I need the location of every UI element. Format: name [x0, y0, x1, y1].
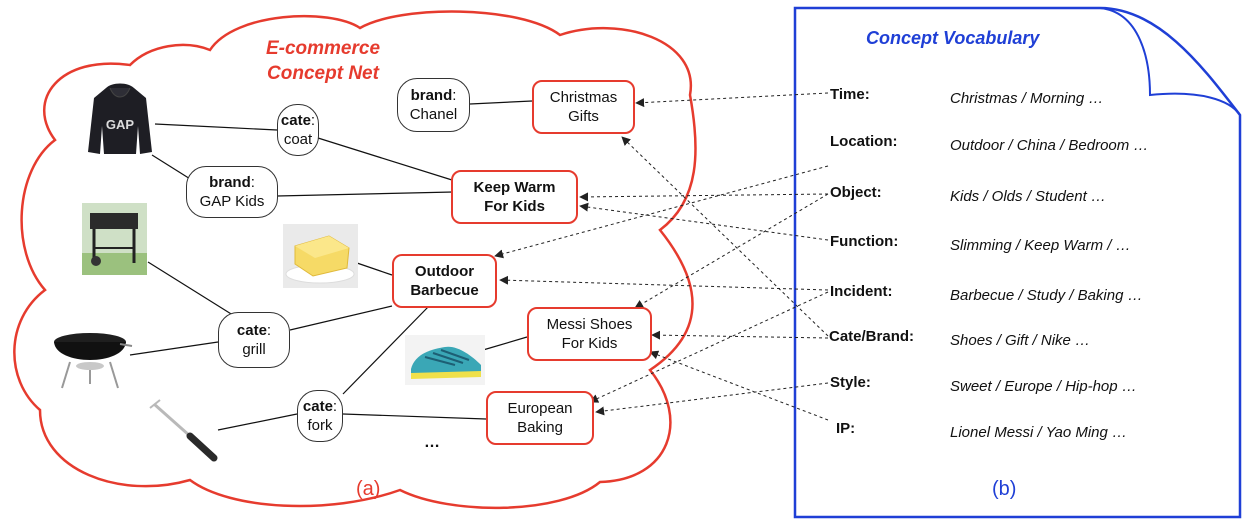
vocabulary-values: Christmas / Morning … [950, 90, 1104, 107]
node-cate-grill[interactable]: cate: grill [218, 312, 290, 368]
node-value: coat [283, 131, 313, 148]
node-christmas-gifts[interactable]: Christmas Gifts [532, 80, 635, 134]
vocabulary-label: Time: [830, 86, 870, 103]
node-line1: European [507, 400, 573, 417]
node-key: cate [236, 322, 267, 339]
node-cate-coat[interactable]: cate: coat [277, 104, 319, 156]
vocabulary-label: Object: [830, 184, 882, 201]
vocabulary-title: Concept Vocabulary [866, 28, 1040, 48]
node-line1: Keep Warm [473, 179, 556, 196]
vocabulary-label: Cate/Brand: [829, 328, 915, 345]
dashed-arrows [494, 92, 829, 421]
shoe-image [405, 335, 485, 385]
solid-edges [129, 100, 533, 431]
concept-net-title-line1: E-commerce [265, 38, 381, 59]
vocabulary-label: Style: [830, 374, 871, 391]
node-messi-shoes-for-kids[interactable]: Messi Shoes For Kids [527, 307, 652, 361]
grill-stand-image [82, 203, 147, 275]
concept-net-title: E-commerce Concept Net [238, 36, 408, 86]
vocabulary-label: Function: [830, 233, 899, 250]
concept-net-cloud [13, 10, 697, 510]
node-value: fork [307, 417, 333, 434]
kettle-grill-image [54, 333, 133, 389]
fork-image [149, 399, 218, 462]
node-line1: Messi Shoes [546, 316, 633, 333]
node-line1: Christmas [549, 89, 618, 106]
vocabulary-values: Shoes / Gift / Nike … [950, 332, 1091, 349]
vocabulary-values: Sweet / Europe / Hip-hop … [950, 378, 1137, 395]
node-line2: For Kids [484, 198, 545, 215]
vocabulary-values: Barbecue / Study / Baking … [950, 287, 1143, 304]
node-line2: For Kids [561, 335, 618, 352]
more-nodes-ellipsis: … [424, 434, 440, 451]
node-keep-warm-for-kids[interactable]: Keep Warm For Kids [451, 170, 578, 224]
node-key: brand [410, 87, 453, 104]
caption-b: (b) [992, 478, 1017, 500]
node-value: grill [242, 341, 266, 358]
node-value: GAP Kids [199, 193, 265, 210]
page-fold [1099, 7, 1241, 116]
hoodie-text: GAP [106, 117, 135, 132]
node-line2: Barbecue [410, 282, 479, 299]
vocabulary-label: Incident: [830, 283, 893, 300]
node-line1: Outdoor [414, 263, 475, 280]
caption-a: (a) [356, 478, 381, 500]
vocabulary-label: IP: [836, 420, 856, 437]
vocabulary-values: Lionel Messi / Yao Ming … [950, 424, 1128, 441]
node-brand-chanel[interactable]: brand: Chanel [397, 78, 470, 132]
butter-image [283, 224, 358, 288]
vocabulary-values: Slimming / Keep Warm / … [950, 237, 1131, 254]
node-line2: Gifts [568, 108, 599, 125]
node-key: cate [280, 112, 311, 129]
vocabulary-values: Outdoor / China / Bedroom … [950, 137, 1149, 154]
node-european-baking[interactable]: European Baking [486, 391, 594, 445]
hoodie-image: GAP [88, 83, 152, 154]
node-value: Chanel [409, 106, 458, 123]
node-line2: Baking [517, 419, 563, 436]
vocabulary-label: Location: [830, 133, 898, 150]
vocabulary-values: Kids / Olds / Student … [950, 188, 1106, 205]
node-key: cate [302, 398, 333, 415]
node-outdoor-barbecue[interactable]: Outdoor Barbecue [392, 254, 497, 308]
node-brand-gap-kids[interactable]: brand: GAP Kids [186, 166, 278, 218]
node-key: brand [209, 174, 251, 191]
node-cate-fork[interactable]: cate: fork [297, 390, 343, 442]
concept-net-title-line2: Concept Net [267, 63, 379, 84]
